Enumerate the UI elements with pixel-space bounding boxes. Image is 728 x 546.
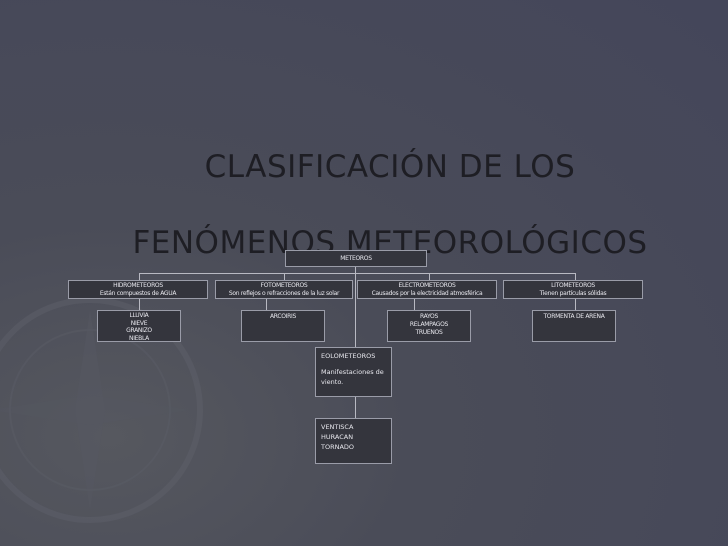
example-item: TORMENTA DE ARENA (543, 313, 605, 320)
connector-lito (575, 273, 576, 281)
example-item: GRANIZO (126, 327, 152, 334)
connector-eolo-vertical (355, 266, 356, 348)
example-item: NIEVE (130, 319, 148, 327)
title-line-1: CLASIFICACIÓN DE LOS (204, 149, 576, 185)
eolometeoros-box: EOLOMETEOROS Manifestaciones de viento. (315, 347, 392, 397)
connector-foto-examples (266, 298, 267, 310)
connector-horizontal (139, 273, 576, 274)
example-item: HURACAN (321, 433, 354, 441)
category-subtitle: Son reflejos o refracciones de la luz so… (228, 290, 340, 297)
category-fotometeoros: FOTOMETEOROS Son reflejos o refracciones… (215, 280, 353, 299)
category-hidrometeoros: HIDROMETEOROS Están compuestos de AGUA (68, 280, 208, 299)
examples-fotometeoros: ARCOIRIS (241, 310, 325, 342)
category-subtitle: Causados por la electricidad atmosférica (371, 290, 483, 297)
example-item: LLUVIA (129, 312, 149, 319)
slide-title: CLASIFICACIÓN DE LOS FENÓMENOS METEOROLÓ… (0, 110, 728, 300)
example-item: TRUENOS (415, 329, 443, 336)
connector-hidro (139, 273, 140, 281)
eolometeoros-examples: VENTISCA HURACAN TORNADO (315, 418, 392, 464)
category-heading: ELECTROMETEOROS (398, 282, 456, 289)
category-heading: LITOMETEOROS (551, 282, 595, 289)
examples-litometeoros: TORMENTA DE ARENA (532, 310, 616, 342)
example-item: RELAMPAGOS (409, 321, 449, 328)
example-item: RAYOS (420, 313, 438, 320)
example-item: ARCOIRIS (269, 313, 296, 320)
connector-electro (429, 273, 430, 281)
root-label: METEOROS (340, 255, 372, 262)
category-heading: HIDROMETEOROS (113, 282, 163, 289)
category-electrometeoros: ELECTROMETEOROS Causados por la electric… (357, 280, 497, 299)
connector-lito-examples (575, 298, 576, 310)
examples-hidrometeoros: LLUVIA NIEVE GRANIZO NIEBLA (97, 310, 181, 342)
category-subtitle: Tienen partículas sólidas (539, 290, 607, 297)
example-item: NIEBLA (129, 334, 149, 342)
example-item: TORNADO (321, 443, 355, 451)
examples-electrometeoros: RAYOS RELAMPAGOS TRUENOS (387, 310, 471, 342)
example-item: VENTISCA (321, 423, 354, 431)
compass-watermark (0, 297, 203, 523)
connector-electro-examples (414, 298, 415, 310)
category-subtitle: Están compuestos de AGUA (99, 290, 177, 297)
eolo-heading: EOLOMETEOROS (321, 352, 376, 360)
connector-hidro-examples (139, 298, 140, 310)
category-litometeoros: LITOMETEOROS Tienen partículas sólidas (503, 280, 643, 299)
eolo-description: Manifestaciones de viento. (321, 368, 384, 386)
connector-foto (284, 273, 285, 281)
category-heading: FOTOMETEOROS (260, 282, 308, 289)
root-node: METEOROS (285, 250, 427, 267)
connector-eolo-examples (355, 396, 356, 418)
